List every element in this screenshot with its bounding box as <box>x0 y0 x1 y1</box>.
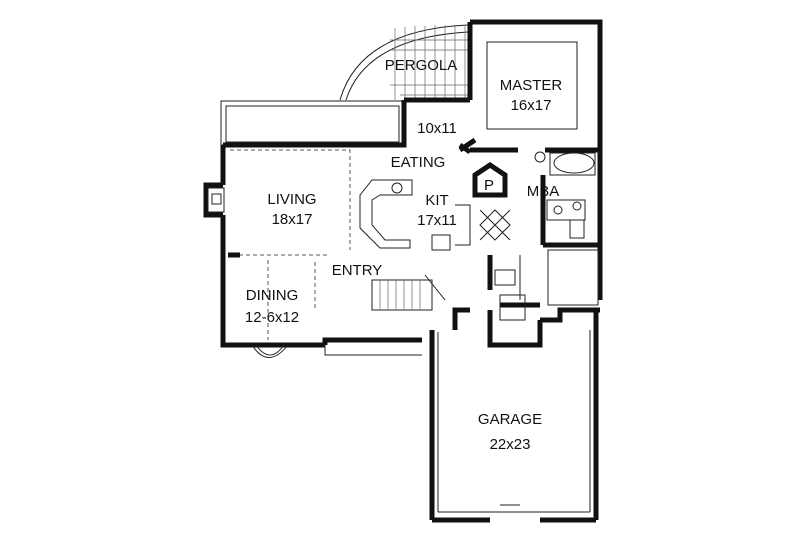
living-label: LIVING <box>267 191 316 208</box>
eating-size: 10x11 <box>417 120 457 137</box>
dining-label: DINING <box>246 287 299 304</box>
eating-label: EATING <box>391 154 446 171</box>
master-size: 16x17 <box>511 97 552 114</box>
rear-patio <box>220 100 405 146</box>
house-walls <box>203 97 600 348</box>
interior-partitions <box>228 137 540 340</box>
master-suite-walls <box>467 19 603 300</box>
room-labels: PERGOLA MASTER 16x17 10x11 EATING LIVING… <box>245 57 563 453</box>
kitchen-label: KIT <box>425 192 448 209</box>
fireplace <box>207 187 225 213</box>
mba-label: MBA <box>527 183 560 200</box>
living-size: 18x17 <box>272 211 313 228</box>
master-label: MASTER <box>500 77 563 94</box>
entry-label: ENTRY <box>332 262 383 279</box>
pantry-label: P <box>484 177 494 194</box>
kitchen-size: 17x11 <box>417 212 457 229</box>
pergola-structure <box>339 24 470 101</box>
front-porch <box>251 344 422 358</box>
garage-walls <box>429 310 599 523</box>
pergola-label: PERGOLA <box>385 57 458 74</box>
garage-label: GARAGE <box>478 411 542 428</box>
dining-size: 12-6x12 <box>245 309 299 326</box>
master-bath-fixtures <box>534 151 599 306</box>
kitchen-island <box>359 179 471 251</box>
stairs <box>371 274 446 311</box>
garage-size: 22x23 <box>490 436 531 453</box>
pantry-walls <box>472 161 511 241</box>
